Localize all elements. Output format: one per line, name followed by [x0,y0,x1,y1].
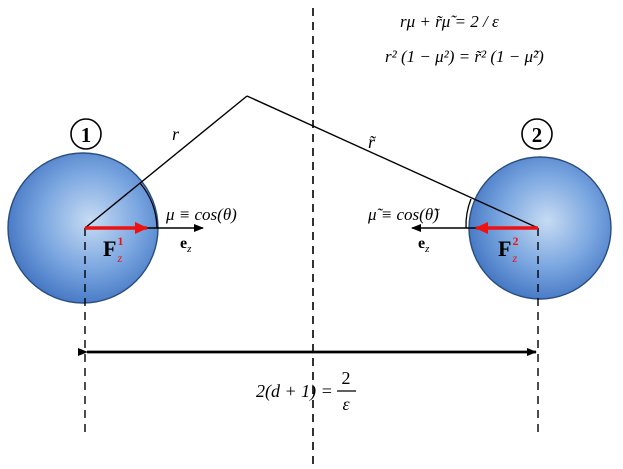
distance-numerator: 2 [342,368,351,388]
sphere-2-label-circle [521,118,553,150]
equation-2: r² (1 − μ²) = r̃² (1 − μ̃²) [385,47,544,66]
theta-angle-arc [139,182,158,229]
r-tilde-label: r̃ [368,132,377,152]
r-label: r [172,124,180,144]
ez-right-label: ez [418,235,430,255]
sphere-1-label: 1 [81,123,92,147]
sphere-2-label: 2 [532,123,543,147]
ez-left-label: ez [180,235,192,255]
theta-tilde-angle-arc [465,198,472,229]
equation-1: rμ + r̃μ̃ = 2 / ε [400,12,499,31]
r-tilde-line [246,95,539,229]
distance-equation-lhs: 2(d + 1) = [256,381,333,402]
sphere-1-label-circle [70,118,102,150]
distance-denominator: ε [342,394,350,414]
r-line [84,95,248,229]
mu-definition-label: μ ≡ cos(θ) [165,205,237,224]
mu-tilde-definition-label: μ̃ ≡ cos(θ̃) [367,205,440,224]
